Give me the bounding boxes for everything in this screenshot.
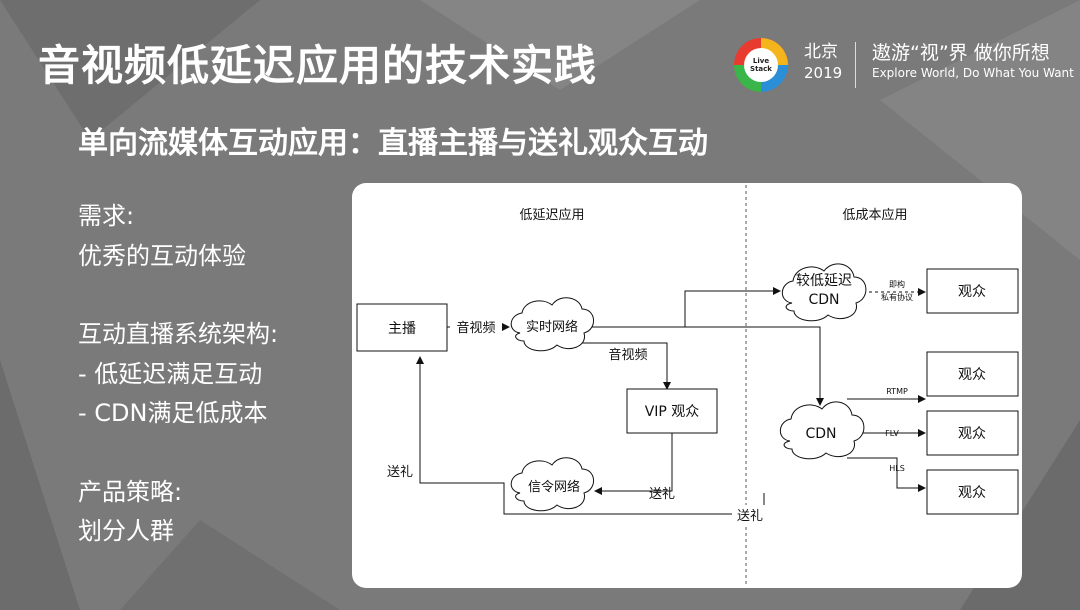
- signaling-network-cloud: 信令网络: [510, 457, 594, 512]
- gift-label: 送礼: [387, 464, 413, 480]
- vip-viewer-label: VIP 观众: [645, 404, 700, 420]
- rtc-network-cloud: 实时网络: [510, 297, 594, 352]
- label-backdrop: [732, 505, 766, 524]
- anchor-box: 主播: [356, 303, 448, 352]
- protocol-flv-label: FLV: [885, 429, 899, 438]
- low-latency-cdn-label-line2: CDN: [808, 292, 839, 308]
- viewer-label: 观众: [958, 367, 986, 383]
- viewer-box: 观众: [926, 469, 1019, 515]
- protocol-label-line1: 即构: [889, 279, 905, 289]
- av-label: 音视频: [608, 347, 647, 363]
- signaling-network-label: 信令网络: [528, 479, 580, 495]
- protocol-hls-label: HLS: [889, 464, 905, 473]
- slide-title: 音视频低延迟应用的技术实践: [38, 41, 598, 90]
- viewer-label: 观众: [958, 426, 986, 442]
- header-divider: [855, 42, 856, 88]
- rtc-network-label: 实时网络: [526, 319, 578, 335]
- viewer-box: 观众: [926, 268, 1019, 314]
- requirement-title: 需求:: [78, 202, 135, 230]
- viewer-box: 观众: [926, 351, 1019, 397]
- protocol-label-line2: 私有协议: [881, 292, 913, 302]
- slogan-cn: 遨游“视”界 做你所想: [872, 42, 1050, 64]
- architecture-item: - 低延迟满足互动: [78, 360, 263, 388]
- av-label: 音视频: [456, 320, 495, 336]
- architecture-diagram: 低延迟应用 低成本应用 主播 实时网络 信令网络: [356, 185, 1019, 586]
- architecture-title: 互动直播系统架构:: [78, 320, 279, 348]
- anchor-label: 主播: [388, 321, 416, 337]
- svg-text:Stack: Stack: [750, 65, 772, 73]
- requirement-item: 优秀的互动体验: [78, 242, 246, 270]
- viewer-label: 观众: [958, 284, 986, 300]
- event-city: 北京: [804, 42, 838, 62]
- section-label-low-latency: 低延迟应用: [519, 207, 584, 223]
- strategy-item: 划分人群: [78, 517, 174, 545]
- slide-subtitle: 单向流媒体互动应用：直播主播与送礼观众互动: [78, 126, 708, 161]
- slogan-en: Explore World, Do What You Want: [872, 66, 1074, 80]
- svg-text:Live: Live: [753, 57, 769, 65]
- cdn-cloud: CDN: [779, 401, 865, 460]
- section-label-low-cost: 低成本应用: [842, 207, 907, 223]
- gift-label: 送礼: [737, 508, 763, 524]
- event-logo-icon: Live Stack: [734, 38, 788, 92]
- gift-label: 送礼: [649, 486, 675, 502]
- event-year: 2019: [804, 64, 843, 82]
- cdn-label: CDN: [805, 426, 836, 442]
- architecture-item: - CDN满足低成本: [78, 399, 268, 427]
- vip-viewer-box: VIP 观众: [626, 388, 718, 434]
- viewer-box: 观众: [926, 410, 1019, 456]
- architecture-diagram-panel: 低延迟应用 低成本应用 主播 实时网络 信令网络: [352, 183, 1022, 588]
- low-latency-cdn-cloud: 较低延迟 CDN: [781, 263, 867, 322]
- protocol-rtmp-label: RTMP: [886, 387, 908, 396]
- low-latency-cdn-label-line1: 较低延迟: [796, 273, 852, 289]
- label-backdrop: [450, 317, 502, 337]
- viewer-label: 观众: [958, 485, 986, 501]
- strategy-title: 产品策略:: [78, 478, 183, 506]
